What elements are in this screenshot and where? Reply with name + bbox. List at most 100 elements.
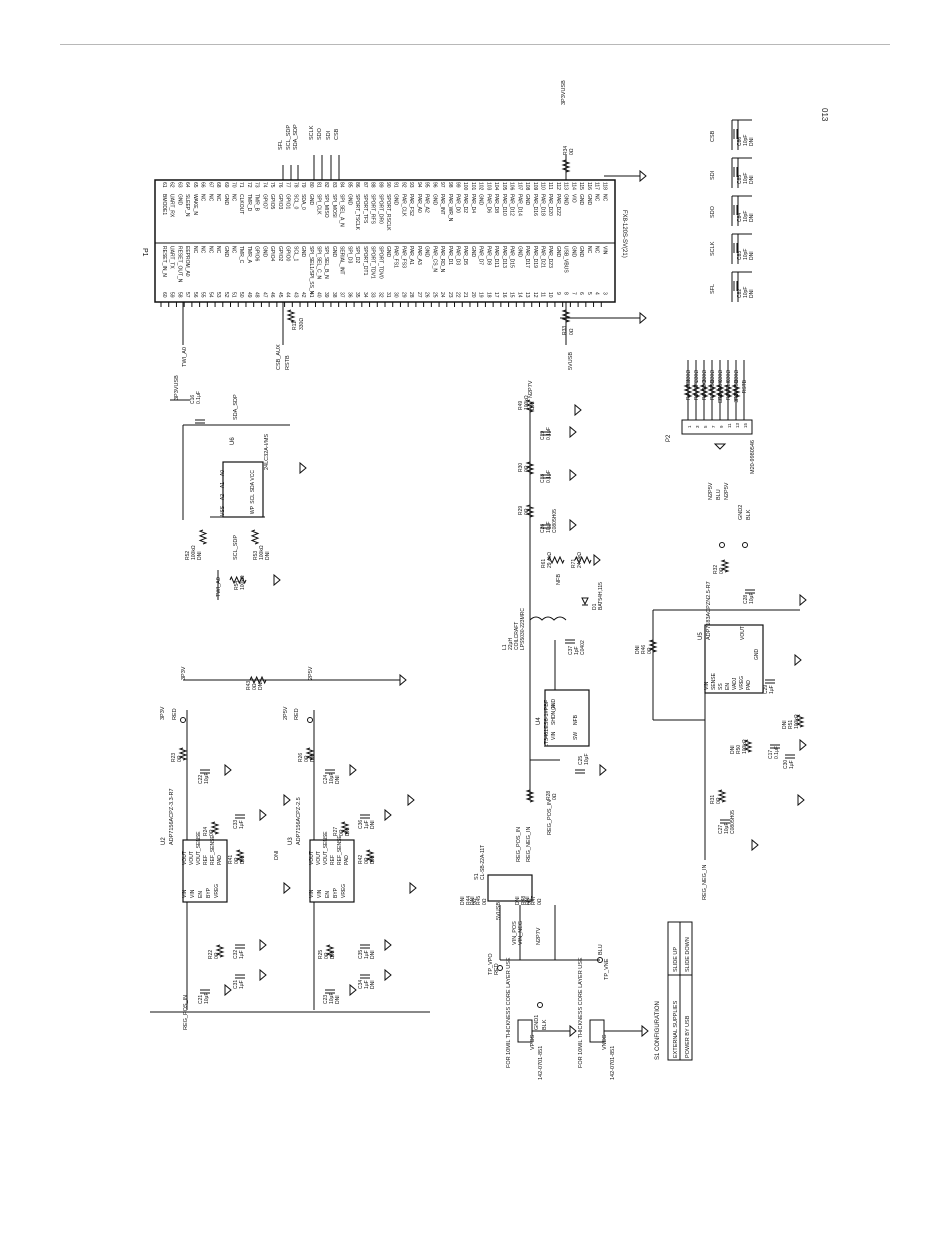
ground-symbol (259, 938, 267, 952)
connector-p2-ref: P2 (666, 434, 672, 442)
test-point (719, 542, 725, 548)
capacitor-value: 1μF (364, 980, 370, 989)
connector-p1-pin-number: 6 (578, 292, 584, 295)
resistor-value: 100kΩ (240, 575, 246, 590)
pin-number: 11 (727, 423, 732, 428)
capacitor-ref: C29 (763, 685, 769, 694)
capacitor-value: 1μF (239, 980, 245, 989)
connector-p1-pin-name: GPIO0 (285, 246, 291, 262)
connector-p1-pin-number: 26 (424, 292, 430, 298)
connector-p1-pin-number: 25 (431, 292, 437, 298)
net-label: SFL (278, 140, 284, 150)
connector-p1-pin-number: 63 (176, 182, 182, 188)
resistor-value: 100kΩ (794, 714, 800, 729)
connector-p1-pin-name: GND (393, 194, 399, 206)
net-label: CSB (710, 130, 716, 142)
ground-symbol (751, 838, 759, 852)
net-label: N2P7V (536, 927, 542, 945)
net-label: REG_NEG_IN (702, 865, 708, 900)
capacitor-value: 10pF (743, 173, 749, 184)
connector-p1-pin-name: VIO (570, 194, 576, 203)
resistor-r9 (723, 384, 733, 398)
resistor-r11 (286, 309, 296, 323)
resistor-value: 330Ω (702, 370, 708, 382)
capacitor-note: DNI (370, 980, 376, 989)
test-point-label: TP_VPO (488, 953, 494, 975)
connector-p1-pin-name: PAR_D20 (547, 194, 553, 216)
connector-p1-pin-number: 46 (269, 292, 275, 298)
net-label: SFL (710, 284, 716, 294)
capacitor-ref: C83 (737, 251, 743, 260)
test-point-label: BLK (746, 509, 752, 520)
resistor-ref: R48 (521, 896, 527, 905)
connector-p1-pin-number: 107 (516, 182, 522, 191)
connector-p1-pin-number: 85 (346, 182, 352, 188)
ground-symbol (569, 425, 577, 439)
capacitor-note: DNI (749, 289, 755, 298)
capacitor-ref: C34 (358, 980, 364, 989)
connector-p1-pin-number: 105 (501, 182, 507, 191)
connector-p1-pin-name: GPIO4 (269, 246, 275, 262)
connector-p1-pin-name: PAR_D18 (539, 194, 545, 216)
resistor-ref: R71 (571, 559, 577, 568)
resistor-value: 100kΩ (259, 545, 265, 560)
ldo-u2-pin: VOUT (189, 851, 195, 865)
connector-p1-pin-number: 33 (370, 292, 376, 298)
net-label: 5VUSB (568, 352, 574, 370)
resistor-value: 29.4kΩ (547, 552, 553, 568)
ground-symbol (794, 653, 802, 667)
connector-p1-pin-number: 87 (362, 182, 368, 188)
connector-p1-pin-number: 102 (478, 182, 484, 191)
resistor-r23 (178, 747, 188, 761)
connector-p1-pin-name: PAR_CLK (400, 194, 406, 217)
connector-p1-pin-name: RESET_OUT_N (176, 246, 182, 283)
connector-p1-pin-number: 62 (169, 182, 175, 188)
connector-p1-pin-number: 59 (169, 292, 175, 298)
connector-p1-pin-number: 117 (594, 182, 600, 190)
net-label: SCL_SDP (233, 535, 239, 560)
connector-p1-pin-number: 56 (192, 292, 198, 298)
capacitor-ref: C25 (578, 756, 584, 765)
ground-symbol (407, 793, 415, 807)
boost-u4-ref: U4 (536, 717, 542, 725)
net-label: TWI_A0 (216, 577, 222, 597)
pin-number: 13 (735, 422, 740, 428)
resistor-note: DNI (525, 896, 531, 905)
connector-p1-pin-number: 37 (339, 292, 345, 298)
resistor-value: 330Ω (734, 370, 740, 382)
connector-p1-pin-name: SPORT_TDV1 (370, 246, 376, 279)
eeprom-pin: SDA (250, 481, 256, 492)
connector-p1-pin-number: 76 (277, 182, 283, 188)
ldo-u3-pin: VOUT (309, 851, 315, 865)
switch-s1-body (487, 874, 533, 902)
ldo-u3-pin: VREG (341, 884, 347, 898)
capacitor-value: 0.1μF (196, 391, 202, 404)
connector-p1-pin-name: GND (578, 246, 584, 258)
resistor-value: 0Ω (569, 328, 575, 335)
connector-p1-pin-number: 81 (315, 182, 321, 188)
connector-p1-pin-name: GND (470, 246, 476, 258)
connector-p1-pin-name: NC (594, 194, 600, 202)
resistor-r26 (305, 747, 315, 761)
connector-p1-pin-name: WAKE_N (192, 194, 198, 215)
resistor-ref: R50 (736, 745, 742, 754)
resistor-value: 0Ω (716, 797, 722, 804)
ground-symbol (569, 1024, 577, 1038)
resistor-ref: R31 (710, 795, 716, 804)
net-label: N2P5V (724, 482, 730, 500)
capacitor-note: C0805H05 (552, 509, 558, 533)
resistor-value: 100kΩ (742, 739, 748, 754)
net-label: SCLK (710, 241, 716, 256)
net-label: 3P3VUSB (174, 375, 180, 400)
capacitor-ref: C31 (233, 980, 239, 989)
resistor-r61 (547, 555, 565, 565)
capacitor-note: DNI (749, 213, 755, 222)
connector-p1-pin-number: 92 (400, 182, 406, 188)
diode-ref: D1 (592, 603, 598, 610)
resistor-r27 (340, 821, 350, 835)
connector-p1-pin-name: GPIO1 (285, 194, 291, 210)
connector-p1-pin-number: 106 (509, 182, 515, 191)
connector-p1-pin-name: GND (223, 246, 229, 258)
connector-p1-pin-number: 67 (207, 182, 213, 188)
connector-p1-pin-number: 54 (207, 292, 213, 298)
